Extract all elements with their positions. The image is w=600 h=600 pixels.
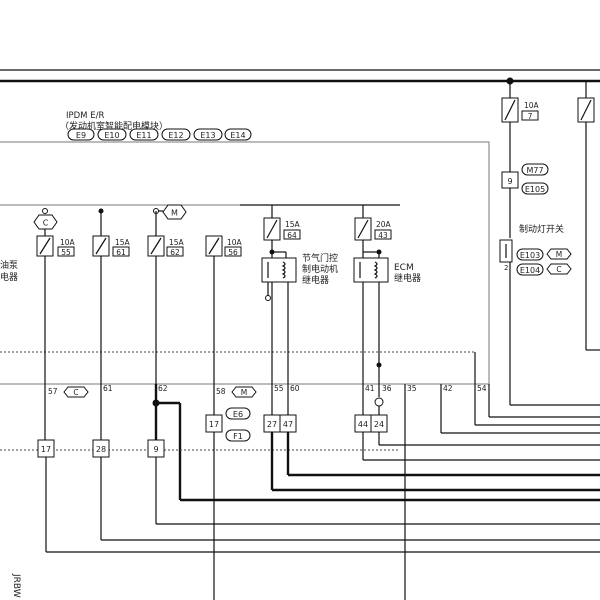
side-code: JRBW (11, 573, 21, 598)
connector-box-47: 47 (279, 414, 297, 433)
svg-text:61: 61 (116, 248, 126, 257)
fuse-43: 20A 43 (354, 217, 392, 241)
fuse-tag-m: M (162, 204, 187, 220)
svg-text:20A: 20A (376, 220, 392, 229)
left-label-pump: 油泵 (0, 259, 18, 271)
svg-text:C: C (43, 219, 49, 228)
connector-label-e14: E14 (230, 131, 245, 140)
svg-text:54: 54 (477, 384, 487, 393)
svg-text:55: 55 (61, 248, 71, 257)
svg-text:E104: E104 (520, 266, 540, 275)
connector-box-27: 27 (263, 414, 281, 433)
connector-box-9: 9 (147, 439, 165, 458)
connector-pill-e13 (193, 128, 223, 141)
connector-box-17a: 17 (37, 439, 55, 458)
svg-text:节气门控: 节气门控 (302, 252, 338, 264)
svg-text:61: 61 (103, 384, 113, 393)
ipdm-module-frame (0, 141, 490, 385)
svg-text:10A: 10A (60, 238, 76, 247)
connector-pill-e12 (161, 128, 191, 141)
svg-text:57: 57 (48, 387, 58, 396)
svg-text:M: M (171, 209, 178, 218)
svg-text:36: 36 (382, 384, 392, 393)
svg-text:E105: E105 (525, 185, 545, 194)
svg-text:继电器: 继电器 (394, 272, 421, 284)
fuse-62: 15A 62 (147, 235, 185, 257)
brake-switch-column: 9 M77 E105 制动灯开关 1 2 E103 M E104 C (499, 81, 600, 406)
fuse-64: 15A 64 (263, 217, 301, 241)
bottom-routing-wires (45, 432, 600, 600)
connector-box-24: 24 (370, 414, 388, 433)
svg-text:43: 43 (378, 231, 388, 240)
svg-text:M: M (556, 250, 562, 259)
svg-text:E6: E6 (233, 410, 243, 419)
fuse-7: 10A 7 (501, 97, 540, 123)
svg-text:F1: F1 (233, 432, 243, 441)
svg-text:15A: 15A (169, 238, 185, 247)
svg-text:41: 41 (365, 384, 375, 393)
module-title: IPDM E/R (66, 111, 104, 121)
svg-text:35: 35 (407, 384, 417, 393)
pin-labels: 57 C 61 62 58 M 55 60 41 36 35 42 54 (48, 384, 487, 398)
svg-text:24: 24 (374, 420, 384, 429)
svg-text:17: 17 (41, 445, 51, 454)
svg-text:M: M (241, 388, 247, 397)
svg-text:55: 55 (274, 384, 284, 393)
fuse-55: 10A 55 (36, 235, 76, 257)
svg-text:9: 9 (153, 445, 158, 454)
svg-text:E103: E103 (520, 251, 540, 260)
svg-text:56: 56 (228, 248, 238, 257)
svg-text:62: 62 (158, 384, 168, 393)
connector-pill-e10 (97, 128, 127, 141)
svg-text:2: 2 (504, 264, 508, 272)
fuse-56: 10A 56 (205, 235, 243, 257)
svg-text:28: 28 (96, 445, 106, 454)
svg-text:7: 7 (528, 112, 533, 121)
connector-pill-e11 (129, 128, 159, 141)
fuse-tag-c: C (33, 214, 58, 230)
connector-pill-e14 (224, 128, 252, 141)
svg-text:15A: 15A (285, 220, 301, 229)
svg-text:44: 44 (358, 420, 368, 429)
throttle-relay: 节气门控 制电动机 继电器 (261, 240, 338, 384)
svg-text:64: 64 (287, 231, 297, 240)
connector-label-e11: E11 (136, 131, 151, 140)
lower-wires (44, 352, 600, 600)
svg-text:17: 17 (209, 420, 219, 429)
svg-text:C: C (556, 265, 561, 274)
svg-text:9: 9 (507, 177, 512, 186)
brake-switch-label: 制动灯开关 (519, 223, 564, 235)
connector-label-e10: E10 (104, 131, 119, 140)
module-connector-list: E9 E10 E11 E12 E13 E14 (67, 128, 252, 141)
connector-box-44: 44 (354, 414, 372, 433)
svg-text:M77: M77 (526, 166, 543, 175)
connector-pill-e9 (67, 128, 95, 141)
fuse-61: 15A 61 (92, 235, 131, 257)
connector-label-e12: E12 (168, 131, 183, 140)
svg-text:27: 27 (267, 420, 277, 429)
svg-text:58: 58 (216, 387, 226, 396)
svg-text:继电器: 继电器 (302, 274, 329, 286)
svg-text:制电动机: 制电动机 (302, 263, 338, 275)
left-label-relay: 电器 (0, 271, 18, 283)
svg-text:60: 60 (290, 384, 300, 393)
svg-text:10A: 10A (227, 238, 243, 247)
connector-tag-f1: F1 (225, 429, 251, 442)
svg-text:10A: 10A (524, 101, 540, 110)
svg-text:C: C (73, 388, 78, 397)
ecm-relay: ECM 继电器 (353, 240, 421, 384)
fuse-partial-right (577, 81, 600, 351)
svg-text:42: 42 (443, 384, 453, 393)
svg-text:15A: 15A (115, 238, 131, 247)
connector-box-28: 28 (92, 439, 110, 458)
svg-text:ECM: ECM (394, 263, 414, 273)
connector-tag-e6: E6 (225, 407, 251, 420)
connector-box-17b: 17 (205, 414, 223, 433)
connector-label-e9: E9 (76, 131, 86, 140)
svg-text:62: 62 (170, 248, 180, 257)
svg-text:47: 47 (283, 420, 293, 429)
connector-label-e13: E13 (200, 131, 215, 140)
